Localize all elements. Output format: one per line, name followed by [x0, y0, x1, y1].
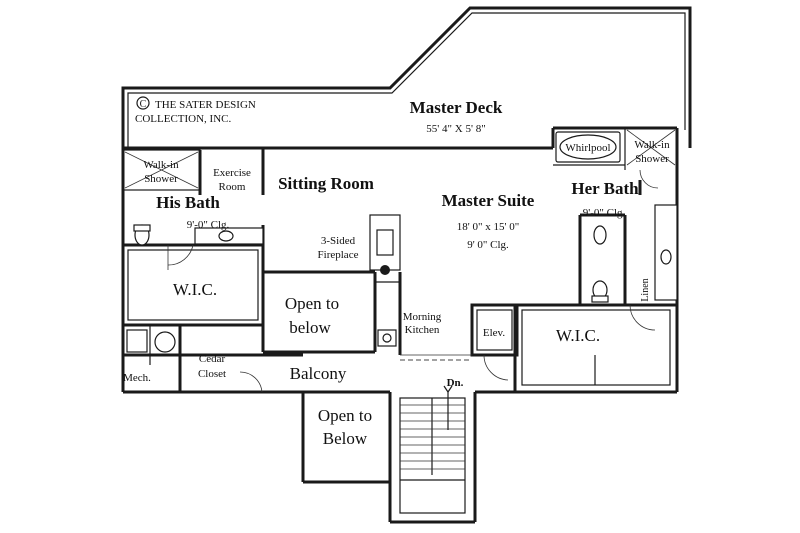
walkin-shower-right-line1: Walk-in — [634, 139, 670, 151]
balcony-label: Balcony — [290, 364, 347, 383]
elevator-label: Elev. — [483, 327, 505, 339]
stair-down-label: Dn. — [447, 377, 464, 389]
whirlpool-label: Whirlpool — [565, 142, 610, 154]
copyright-line2: COLLECTION, INC. — [135, 113, 231, 125]
fireplace-line2: Fireplace — [318, 249, 359, 261]
doors — [167, 169, 659, 393]
open-below-upper-line1: Open to — [285, 294, 339, 313]
cedar-closet-line1: Cedar — [199, 353, 226, 365]
walkin-shower-left-line2: Shower — [144, 173, 178, 185]
open-below-upper-line2: below — [289, 318, 331, 337]
sitting-room-label: Sitting Room — [278, 174, 374, 193]
master-suite-dims: 18' 0" x 15' 0" — [457, 221, 519, 233]
wic-right-label: W.I.C. — [556, 326, 600, 345]
walkin-shower-left-line1: Walk-in — [143, 159, 179, 171]
interior-walls — [122, 128, 677, 392]
copyright-notice: C THE SATER DESIGN COLLECTION, INC. — [135, 96, 256, 125]
her-bath-label: Her Bath — [571, 179, 639, 198]
her-bath-ceiling: 9'-0" Clg. — [583, 207, 626, 219]
master-suite-ceiling: 9' 0" Clg. — [467, 239, 509, 251]
open-below-lower-line1: Open to — [318, 406, 372, 425]
cedar-closet-line2: Closet — [198, 368, 226, 380]
master-deck-dims: 55' 4" X 5' 8" — [426, 123, 485, 135]
staircase — [399, 385, 466, 514]
master-deck-label: Master Deck — [410, 98, 503, 117]
copyright-line1: THE SATER DESIGN — [155, 99, 256, 111]
exercise-room-line1: Exercise — [213, 167, 251, 179]
morning-kitchen-line1: Morning — [403, 311, 442, 323]
copyright-symbol: C — [140, 99, 147, 110]
fireplace-line1: 3-Sided — [321, 235, 356, 247]
mech-label: Mech. — [123, 372, 151, 384]
master-deck-outline — [121, 6, 692, 148]
wic-left-label: W.I.C. — [173, 280, 217, 299]
his-bath-label: His Bath — [156, 193, 220, 212]
his-bath-ceiling: 9'-0" Clg. — [187, 219, 230, 231]
open-below-lower-line2: Below — [323, 429, 368, 448]
master-suite-label: Master Suite — [442, 191, 535, 210]
morning-kitchen-line2: Kitchen — [405, 324, 440, 336]
linen-label: Linen — [640, 278, 651, 301]
exercise-room-line2: Room — [219, 181, 246, 193]
fixtures — [124, 129, 678, 353]
walkin-shower-right-line2: Shower — [635, 153, 669, 165]
